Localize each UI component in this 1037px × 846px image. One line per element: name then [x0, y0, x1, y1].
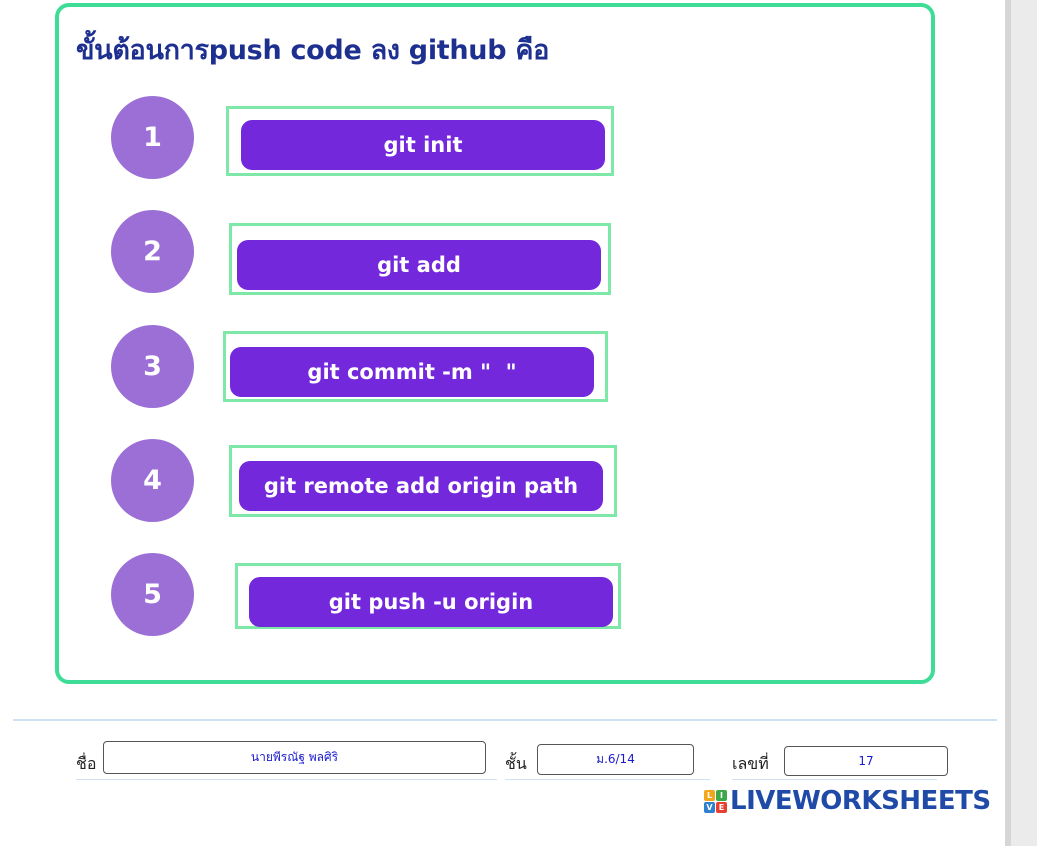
logo-tile-l: L — [704, 789, 715, 801]
step-number-2: 2 — [111, 210, 194, 293]
name-underline — [76, 779, 497, 780]
step-number-4: 4 — [111, 439, 194, 522]
step-number-5: 5 — [111, 553, 194, 636]
step-number-1: 1 — [111, 96, 194, 179]
page-edge — [1005, 0, 1011, 846]
logo-tile-e: E — [716, 801, 727, 813]
name-input[interactable] — [103, 741, 486, 774]
class-underline — [505, 779, 710, 780]
logo-text: LIVEWORKSHEETS — [730, 786, 991, 816]
number-label: เลขที่ — [732, 754, 769, 773]
answer-chip-4[interactable]: git remote add origin path — [239, 461, 603, 511]
number-underline — [732, 779, 937, 780]
answer-chip-5[interactable]: git push -u origin — [249, 577, 613, 627]
class-input[interactable] — [537, 744, 694, 775]
logo-tile-v: V — [704, 801, 715, 813]
liveworksheets-logo[interactable]: L I V E LIVEWORKSHEETS — [704, 786, 991, 816]
worksheet-title: ขั้นต้อนการpush code ลง github คือ — [76, 35, 550, 66]
answer-chip-1[interactable]: git init — [241, 120, 605, 170]
name-label: ชื่อ — [76, 754, 97, 773]
answer-chip-2[interactable]: git add — [237, 240, 601, 290]
class-label: ชั้น — [505, 754, 527, 773]
logo-tiles-icon: L I V E — [704, 789, 727, 813]
page-scroll-track[interactable] — [1011, 0, 1037, 846]
number-input[interactable] — [784, 746, 948, 776]
step-number-3: 3 — [111, 325, 194, 408]
logo-tile-i: I — [716, 789, 727, 801]
footer-divider — [13, 719, 997, 721]
answer-chip-3[interactable]: git commit -m " " — [230, 347, 594, 397]
